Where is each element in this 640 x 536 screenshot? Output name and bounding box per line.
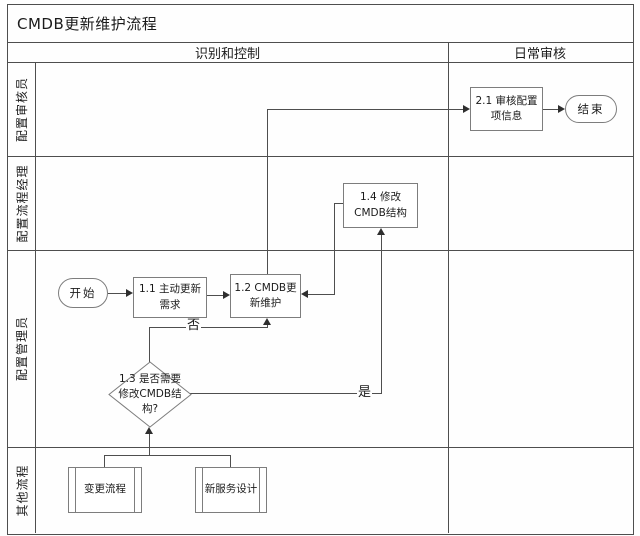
diagram-title: CMDB更新维护流程 [17,15,158,33]
arrowhead-21-to-end [558,105,565,113]
edge-13-yes-horizontal [190,393,381,394]
lane-divider-3 [7,447,633,448]
arrowhead-11-to-12 [223,291,230,299]
arrowhead-13-no-to-12 [263,318,271,325]
node-2-1-audit-ci-info: 2.1 审核配置项信息 [470,87,543,131]
edge-change-stub [104,455,105,467]
lane-label-divider-line [35,62,36,533]
lane-divider-1 [7,156,633,157]
node-start: 开始 [58,278,108,308]
predefined-bar-left [202,468,203,512]
edge-12-to-21-horizontal [267,109,464,110]
title-divider-line [7,42,633,43]
lane-label-admin: 配置管理员 [15,315,30,382]
edge-11-to-12 [207,295,224,296]
edge-label-no: 否 [186,318,202,333]
lane-label-auditor: 配置审核员 [15,76,30,142]
diagram-outer-border [7,4,634,535]
node-change-process: 变更流程 [68,467,142,513]
header-bottom-line [7,62,633,63]
edge-13-yes-vertical [381,235,382,394]
column-divider-line [448,42,449,533]
edge-14-to-12-vertical [334,203,335,295]
predefined-bar-right [134,468,135,512]
node-1-2-cmdb-update-maintain: 1.2 CMDB更新维护 [230,274,301,318]
node-new-service-design: 新服务设计 [195,467,267,513]
edge-12-to-21-vertical [267,109,268,274]
lane-label-other: 其他流程 [15,463,30,517]
edge-label-yes: 是 [357,385,373,400]
edge-other-to-13-riser [149,433,150,455]
arrowhead-13-yes-to-14 [377,228,385,235]
edge-start-to-11 [108,293,127,294]
arrowhead-start-to-11 [126,289,133,297]
edge-14-to-12-horizontal [306,294,334,295]
column-header-identify-control: 识别和控制 [194,46,260,62]
decision-label: 1.3 是否需要修改CMDB结构? [118,373,182,415]
arrowhead-12-to-21 [463,105,470,113]
predefined-bar-left [75,468,76,512]
edge-21-to-end [543,109,559,110]
edge-14-to-12-top [334,203,343,204]
edge-13-no-vertical [267,324,268,328]
decision-diamond-outline [108,361,192,428]
column-header-daily-audit: 日常审核 [513,46,566,62]
predefined-bar-right [259,468,260,512]
edge-13-no-stem [149,327,150,362]
node-end: 结束 [565,95,617,123]
node-1-1-active-update-demand: 1.1 主动更新需求 [133,277,207,318]
edge-other-connector [104,455,231,456]
arrowhead-other-to-13 [145,427,153,434]
node-1-3-decision-modify-structure: 1.3 是否需要修改CMDB结构? [108,361,192,428]
edge-newservice-stub [230,455,231,467]
lane-label-process-manager: 配置流程经理 [15,163,30,243]
node-1-4-modify-cmdb-structure: 1.4 修改CMDB结构 [343,183,418,228]
lane-divider-2 [7,250,633,251]
edge-13-no-horizontal [149,327,268,328]
arrowhead-14-to-12 [301,290,308,298]
